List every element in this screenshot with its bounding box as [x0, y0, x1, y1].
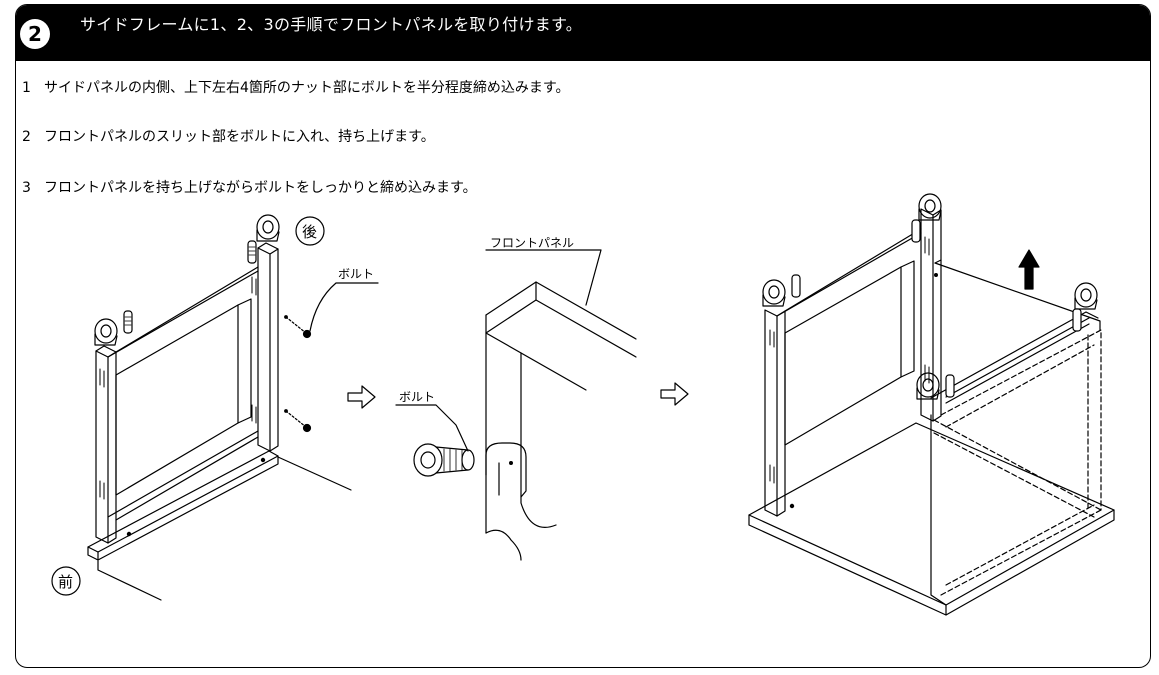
bolt-label-left: ボルト	[338, 267, 374, 281]
front-mark: 前	[51, 566, 81, 596]
instruction-text: フロントパネルを持ち上げながらボルトをしっかりと締め込みます。	[44, 180, 477, 196]
arrow-up-icon	[1018, 249, 1040, 290]
instruction-1: 1 サイドパネルの内側、上下左右4箇所のナット部にボルトを半分程度締め込みます。	[22, 77, 570, 97]
side-frame-figure	[87, 214, 379, 601]
instruction-2: 2 フロントパネルのスリット部をボルトに入れ、持ち上げます。	[22, 126, 435, 146]
rear-mark: 後	[295, 216, 325, 246]
assembly-illustrations: 後 前 ボルト	[51, 193, 1115, 616]
outline-arrow-right-icon	[347, 385, 376, 409]
instruction-text: フロントパネルのスリット部をボルトに入れ、持ち上げます。	[44, 129, 435, 145]
front-mark-text: 前	[58, 573, 73, 591]
step-title: サイドフレームに1、2、3の手順でフロントパネルを取り付けます。	[80, 15, 583, 34]
instruction-number: 2	[22, 129, 31, 145]
instruction-text: サイドパネルの内側、上下左右4箇所のナット部にボルトを半分程度締め込みます。	[44, 80, 570, 96]
slit-detail-figure	[395, 249, 637, 561]
step-number-badge: 2	[20, 19, 50, 49]
front-panel-label: フロントパネル	[490, 236, 574, 250]
instruction-3: 3 フロントパネルを持ち上げながらボルトをしっかりと締め込みます。	[22, 177, 477, 197]
instruction-card: 2 サイドフレームに1、2、3の手順でフロントパネルを取り付けます。 1 サイドパ…	[15, 4, 1151, 668]
instruction-number: 3	[22, 180, 31, 196]
instruction-number: 1	[22, 80, 31, 96]
assembled-figure	[748, 193, 1115, 616]
step-header: 2 サイドフレームに1、2、3の手順でフロントパネルを取り付けます。	[16, 5, 1150, 61]
bolt-label-center: ボルト	[399, 390, 435, 404]
rear-mark-text: 後	[302, 223, 317, 241]
outline-arrow-right-icon	[660, 382, 689, 406]
